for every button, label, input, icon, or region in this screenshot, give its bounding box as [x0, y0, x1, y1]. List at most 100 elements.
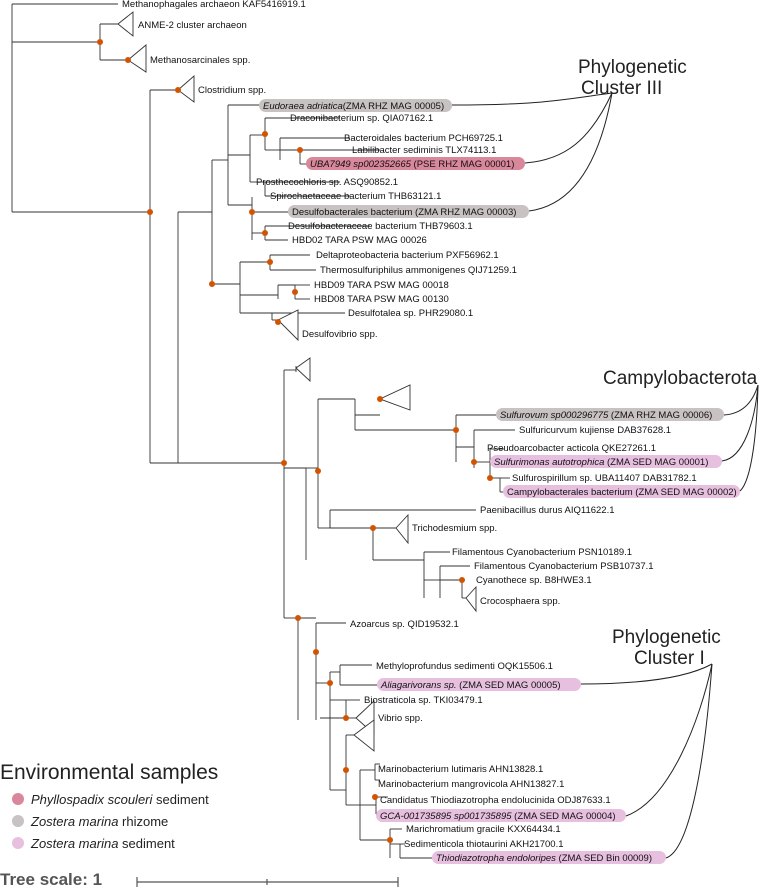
- tip-sulfurimonas: Sulfurimonas autotrophica (ZMA SED MAG 0…: [494, 457, 708, 468]
- tip-vibrio: Vibrio spp.: [378, 713, 423, 724]
- node-dot: [487, 475, 493, 481]
- tip-methanosarcinales: Methanosarcinales spp.: [150, 55, 250, 66]
- tip-sedimenticola: Sedimenticola thiotaurini AKH21700.1: [404, 839, 564, 850]
- clade-triangle-lower-unnamed: [353, 719, 375, 752]
- tip-filamentous1: Filamentous Cyanobacterium PSN10189.1: [452, 547, 632, 558]
- tip-paenibacillus: Paenibacillus durus AIQ11622.1: [480, 505, 615, 516]
- cluster-iii-label-line1: Phylogenetic: [578, 57, 687, 78]
- tip-hbd02: HBD02 TARA PSW MAG 00026: [292, 235, 427, 246]
- pill-uba7949: [306, 157, 525, 170]
- clade-triangle-crocosphaera: [465, 585, 477, 613]
- pill-sulfurovum: [496, 408, 724, 421]
- pill-aliagarivorans: [377, 678, 581, 691]
- tip-methanophagales: Methanophagales archaeon KAF5416919.1: [122, 0, 306, 10]
- node-dot: [97, 39, 103, 45]
- legend-swatch-zsed: [12, 837, 24, 849]
- node-dot: [313, 649, 319, 655]
- scale-bar: Tree scale: 1: [0, 870, 399, 889]
- node-dot: [372, 794, 378, 800]
- tip-pseudoarcobacter: Pseudoarcobacter acticola QKE27261.1: [487, 443, 656, 454]
- cluster-iii-label-line2: Cluster III: [581, 78, 662, 99]
- tip-desulfovibrio: Desulfovibrio spp.: [302, 329, 378, 340]
- tip-methyloprofundus: Methyloprofundus sedimenti OQK15506.1: [376, 661, 553, 672]
- clade-triangle-trichodesmium: [395, 513, 409, 545]
- node-dot: [387, 837, 393, 843]
- tip-crocosphaera: Crocosphaera spp.: [480, 596, 560, 607]
- tip-aliagarivorans: Aliagarivorans sp. (ZMA SED MAG 00005): [380, 680, 561, 691]
- legend-item-zrhz: Zostera marina rhizome: [30, 814, 168, 829]
- clade-triangle-desulfovibrio: [277, 309, 299, 342]
- clade-triangle-campylobacterota: [378, 384, 411, 411]
- legend-item-psed: Phyllospadix scouleri sediment: [31, 792, 209, 807]
- tip-labels: Methanophagales archaeon KAF5416919.1 AN…: [122, 0, 737, 864]
- tip-bacteroidales: Bacteroidales bacterium PCH69725.1: [344, 133, 503, 144]
- node-dot: [295, 615, 301, 621]
- node-dot: [327, 680, 333, 686]
- cluster-labels: Phylogenetic Cluster III Campylobacterot…: [578, 57, 758, 669]
- tip-sulfurospirillum: Sulfurospirillum sp. UBA11407 DAB31782.1: [512, 473, 697, 484]
- tip-uba7949: UBA7949 sp002352665 (PSE RHZ MAG 00001): [310, 159, 514, 170]
- tip-labilibacter: Labilibacter sediminis TLX74113.1: [352, 145, 496, 156]
- tree-edges: [11, 3, 515, 859]
- clade-triangle-methanosarcinales: [127, 44, 147, 73]
- node-dots: [97, 39, 493, 843]
- tip-marinobacterium-m: Marinobacterium mangrovicola AHN13827.1: [378, 779, 564, 790]
- node-dot: [281, 460, 287, 466]
- node-dot: [471, 459, 477, 465]
- clade-triangle-clostridium: [177, 75, 195, 103]
- pill-gca: [376, 809, 626, 822]
- tip-sulfuricurvum: Sulfuricurvum kujiense DAB37628.1: [519, 425, 671, 436]
- tip-thiodiazotropha-e: Candidatus Thiodiazotropha endolucinida …: [380, 795, 611, 806]
- tip-marinobacterium-l: Marinobacterium lutimaris AHN13828.1: [378, 764, 543, 775]
- legend: Environmental samples Phyllospadix scoul…: [0, 761, 218, 851]
- tip-sulfurovum: Sulfurovum sp000296775 (ZMA RHZ MAG 0000…: [500, 410, 712, 421]
- tip-hbd08: HBD08 TARA PSW MAG 00130: [314, 294, 449, 305]
- scale-label: Tree scale: 1: [0, 870, 102, 889]
- tip-cyanothece: Cyanothece sp. B8HWE3.1: [476, 575, 592, 586]
- node-dot: [209, 281, 215, 287]
- tip-trichodesmium: Trichodesmium spp.: [412, 523, 497, 534]
- tip-thiodiazotropha-o: Thiodiazotropha endoloripes (ZMA SED Bin…: [436, 853, 652, 864]
- legend-title: Environmental samples: [0, 761, 218, 784]
- collapsed-clades: [117, 11, 477, 752]
- tip-desulfobacteraceae: Desulfobacteraceae bacterium THB79603.1: [288, 221, 473, 232]
- node-dot: [343, 715, 349, 721]
- node-dot: [343, 767, 349, 773]
- node-dot: [459, 577, 465, 583]
- tip-biostraticola: Biostraticola sp. TKI03479.1: [364, 695, 483, 706]
- node-dot: [292, 289, 298, 295]
- node-dot: [275, 319, 281, 325]
- tip-spirochaetaceae: Spirochaetaceae bacterium THB63121.1: [270, 191, 441, 202]
- node-dot: [453, 427, 459, 433]
- node-dot: [262, 230, 268, 236]
- tip-desulfotalea: Desulfotalea sp. PHR29080.1: [348, 308, 473, 319]
- pill-desulfobacterales: [288, 205, 529, 218]
- node-dot: [249, 209, 255, 215]
- node-dot: [147, 209, 153, 215]
- node-dot: [315, 468, 321, 474]
- cluster-i-label-line1: Phylogenetic: [612, 627, 721, 648]
- node-dot: [370, 525, 376, 531]
- node-dot: [267, 259, 273, 265]
- pill-thiodiazotropha: [432, 851, 666, 864]
- tip-deltaproteobacteria: Deltaproteobacteria bacterium PXF56962.1: [316, 250, 499, 261]
- node-dot: [125, 57, 131, 63]
- highlight-pills: [259, 99, 740, 864]
- tip-hbd09: HBD09 TARA PSW MAG 00018: [314, 280, 449, 291]
- tip-marichromatium: Marichromatium gracile KXX64434.1: [406, 824, 561, 835]
- node-dot: [175, 87, 181, 93]
- clade-triangle-top-lower: [295, 357, 311, 383]
- clade-triangle-anme2: [117, 11, 134, 37]
- legend-swatch-zrhz: [12, 815, 24, 827]
- cluster-brackets: [451, 92, 759, 859]
- tip-campylobacterales: Campylobacterales bacterium (ZMA SED MAG…: [507, 487, 737, 498]
- tip-azoarcus: Azoarcus sp. QID19532.1: [350, 619, 459, 630]
- cluster-i-label-line2: Cluster I: [634, 648, 705, 669]
- campylobacterota-label: Campylobacterota: [603, 368, 758, 389]
- node-dot: [377, 396, 383, 402]
- tip-anme2: ANME-2 cluster archaeon: [138, 20, 247, 31]
- tip-gca: GCA-001735895 sp001735895 (ZMA SED MAG 0…: [380, 811, 616, 822]
- pill-campylobacterales: [503, 485, 740, 498]
- tip-clostridium: Clostridium spp.: [198, 85, 266, 96]
